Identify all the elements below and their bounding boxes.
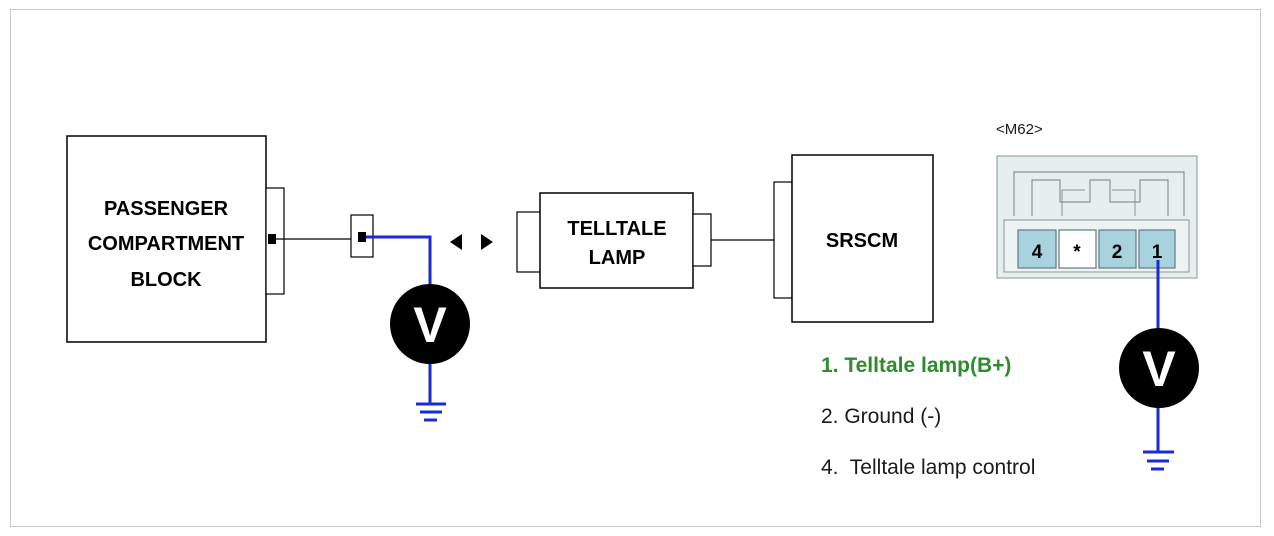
passenger-compartment-block: PASSENGER COMPARTMENT BLOCK <box>66 135 285 343</box>
legend-item-2: 2. Ground (-) <box>821 405 942 428</box>
connector-pin-4: 4 <box>1032 242 1043 263</box>
connector-pin-blank: * <box>1073 242 1081 263</box>
srscm-box: SRSCM <box>773 154 934 323</box>
telltale-lamp-box: TELLTALE LAMP <box>516 192 712 289</box>
voltmeter-left-symbol: V <box>413 297 447 353</box>
connector-pin-1: 1 <box>1152 242 1163 263</box>
ground-icon-right <box>1143 450 1174 471</box>
passenger-block-label-3: BLOCK <box>130 269 202 291</box>
telltale-lamp-label-2: LAMP <box>589 247 646 269</box>
ground-icon-left <box>416 402 446 422</box>
legend-item-3: 4. Telltale lamp control <box>821 456 1036 479</box>
probe-wire-left <box>366 235 432 298</box>
bidirectional-arrow-icon <box>450 234 493 250</box>
connector-pin-2: 2 <box>1112 242 1123 263</box>
connector-name: <M62> <box>996 121 1043 138</box>
passenger-block-label-1: PASSENGER <box>104 198 229 220</box>
m62-connector: 4 * 2 1 <box>996 155 1198 279</box>
telltale-lamp-label-1: TELLTALE <box>567 218 666 240</box>
srscm-label: SRSCM <box>826 230 898 252</box>
voltmeter-left: V <box>390 284 470 364</box>
voltmeter-right-symbol: V <box>1142 341 1176 397</box>
passenger-block-label-2: COMPARTMENT <box>88 233 244 255</box>
legend-item-1: 1. Telltale lamp(B+) <box>821 354 1012 377</box>
voltmeter-right: V <box>1119 328 1199 408</box>
